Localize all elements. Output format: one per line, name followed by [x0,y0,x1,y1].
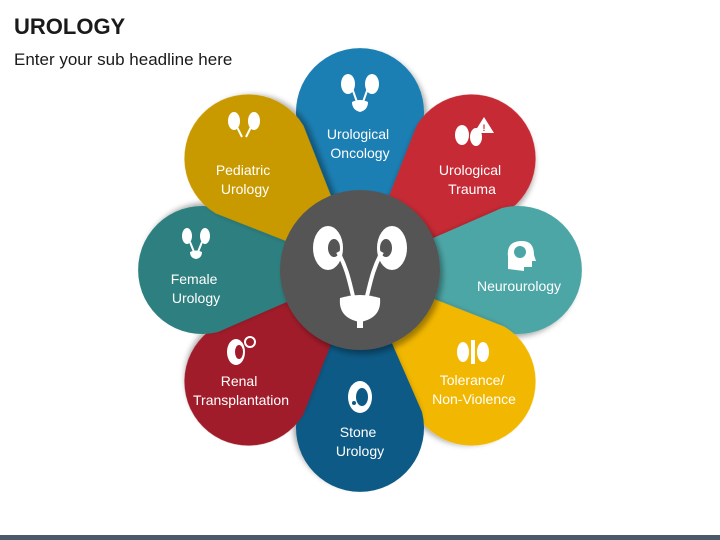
female-urinary-icon [182,228,210,259]
kidney-transplant-icon [227,336,256,365]
petal-label: Stone Urology [336,424,384,459]
bottom-accent-bar [0,535,720,540]
petal-stone-urology [296,270,424,492]
petal-shape [296,48,424,270]
petal-label: Neurourology [477,278,561,294]
kidney-warning-icon: ! [455,117,494,146]
petal-female-urology [138,206,360,334]
kidney-bladder-icon [341,74,379,112]
petal-shape [296,270,424,492]
petal-label: Tolerance/ Non-Violence [432,372,516,407]
brain-head-icon [507,241,536,271]
kidneys-tube-icon [457,340,489,364]
petal-label: Urological Oncology [327,126,393,161]
petal-neurourology [360,206,582,334]
kidney-stone-icon [348,381,372,413]
urinary-system-icon [313,226,407,328]
page-title: UROLOGY [14,14,126,39]
petal-label: Pediatric Urology [216,162,274,197]
page-subtitle: Enter your sub headline here [14,50,233,69]
petal-label: Renal Transplantation [193,373,289,408]
svg-text:!: ! [483,123,486,133]
pediatric-kidney-icon [228,112,260,138]
petal-label: Urological Trauma [439,162,505,197]
petal-label: Female Urology [171,271,222,306]
petal-shape [138,206,360,334]
petal-urological-oncology [296,48,424,270]
petal-shape [360,206,582,334]
